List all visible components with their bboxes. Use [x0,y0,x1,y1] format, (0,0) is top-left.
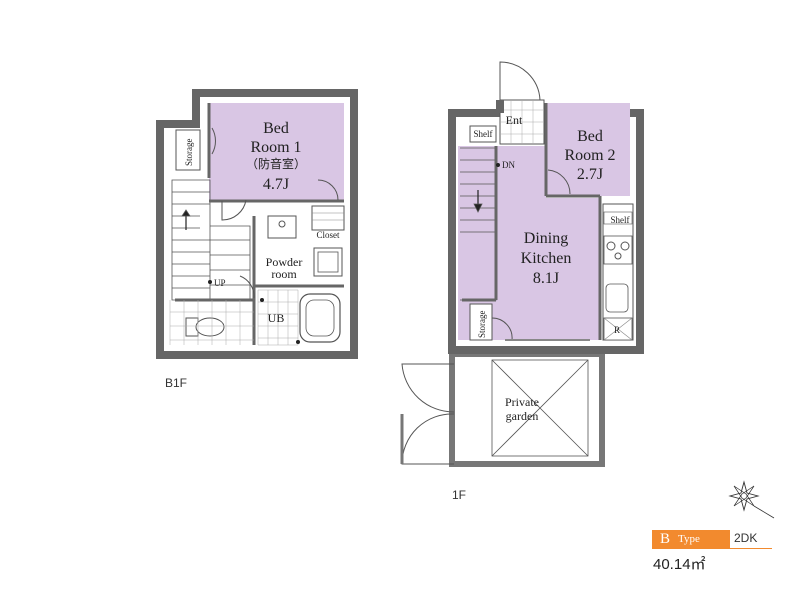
f1-interior-walls [462,103,602,340]
f1-floor-label: 1F [452,488,467,502]
unit-type-letter: B [660,530,671,547]
dining-label-line1: Dining [524,230,568,247]
ent-label: Ent [506,113,523,127]
b1-up-label: UP [214,278,226,288]
powder-label-line1: Powder [266,255,303,269]
b1-closet [311,205,345,231]
dining-kitchen-area [458,146,600,340]
b1-storage-label: Storage [184,139,194,167]
bedroom1-label-line3: （防音室） [246,156,306,171]
b1-doors [211,127,339,299]
bedroom2-label-line2: Room 2 [564,147,615,164]
bedroom1-label-line1: Bed [263,120,289,137]
b1-interior-walls [175,103,344,345]
dining-label-line2: Kitchen [521,250,572,267]
b1-tiles [169,289,299,346]
bedroom2-size: 2.7J [577,166,603,183]
powder-label-line2: room [271,267,297,281]
entrance-door [499,61,541,101]
b1-toilet [185,317,225,337]
bedroom2-area [546,103,630,196]
unit-type-badge: B Type [652,530,730,548]
compass-star-icon [728,480,775,519]
b1f-plan: Bed Room 1 （防音室） 4.7J Storage Closet Pow… [156,89,358,359]
kitchen-counter [602,203,634,341]
f1-storage-label: Storage [477,311,487,339]
f1-shelf-top-label: Shelf [474,129,493,139]
type-underline [652,548,772,549]
ub-label: UB [268,311,285,325]
closet-label: Closet [316,230,340,240]
garden-label-line2: garden [506,409,539,423]
bedroom2-label-line1: Bed [577,128,603,145]
f1-storage-box [469,303,493,341]
kitchen-shelf-label: Shelf [611,215,630,225]
dining-size: 8.1J [533,270,559,287]
kitchen-sink [605,283,629,313]
b1f-outer-wall [156,89,358,359]
unit-area: 40.14㎡ [653,556,706,573]
garden-gate-doors [400,363,455,465]
r-label: R [614,325,620,335]
f1-shelf-top [469,125,497,143]
dn-label: DN [502,160,515,170]
layout-type: 2DK [734,531,758,545]
bedroom1-label-line2: Room 1 [250,139,301,156]
bedroom2-door [547,169,571,195]
bedroom1-size: 4.7J [263,176,289,193]
f1-plan: Ent Shelf DN Bed Room 2 2.7J Shelf Dinin… [400,61,644,467]
b1-bathtub [299,293,341,343]
unit-type-word: Type [678,533,700,545]
private-garden [449,351,605,467]
bedroom1-area [209,103,344,201]
b1-washer [313,247,343,277]
b1f-floor-label: B1F [165,376,188,390]
stove [603,235,633,265]
garden-label-line1: Private [505,395,539,409]
b1-storage-box [175,129,201,171]
